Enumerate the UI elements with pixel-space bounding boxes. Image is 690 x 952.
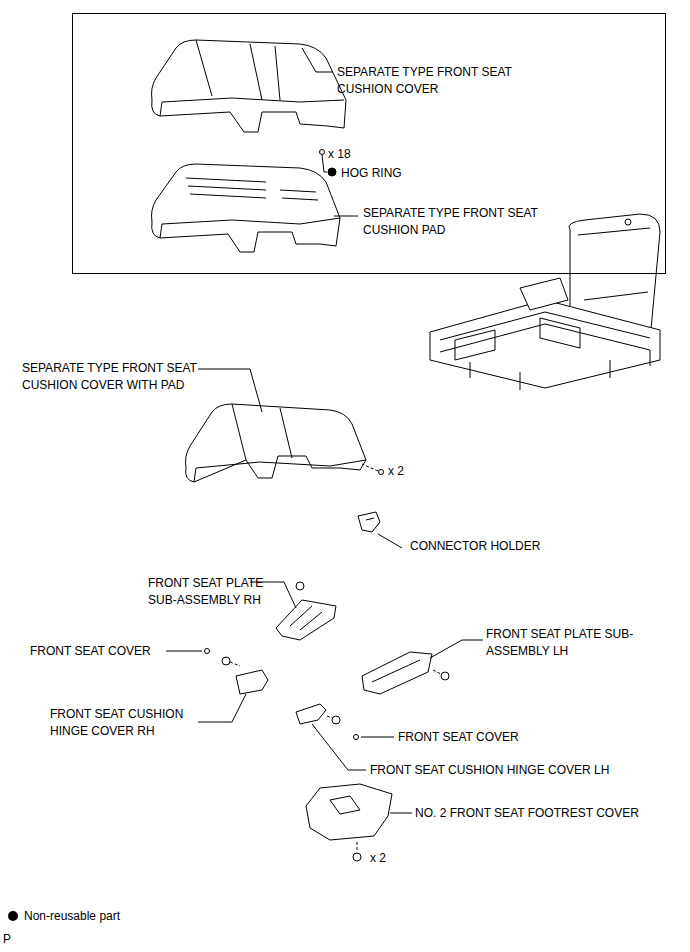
part-label: SEPARATE TYPE FRONT SEAT CUSHION PAD (363, 205, 538, 239)
part-label: CONNECTOR HOLDER (410, 538, 540, 555)
part-label: FRONT SEAT COVER (30, 643, 151, 660)
legend-text: Non-reusable part (24, 908, 120, 925)
part-label: x 2 (370, 850, 386, 867)
part-label: HOG RING (341, 165, 402, 182)
part-label: FRONT SEAT CUSHION HINGE COVER LH (370, 762, 609, 779)
part-label: SEPARATE TYPE FRONT SEAT CUSHION COVER (337, 64, 512, 98)
part-label: P (3, 931, 11, 948)
part-label: FRONT SEAT CUSHION HINGE COVER RH (50, 706, 200, 740)
part-label: FRONT SEAT PLATE SUB-ASSEMBLY LH (486, 626, 636, 660)
part-label: FRONT SEAT COVER (398, 729, 519, 746)
part-label: x 18 (328, 146, 351, 163)
part-label: FRONT SEAT PLATE SUB-ASSEMBLY RH (148, 575, 283, 609)
part-label: x 2 (388, 463, 404, 480)
part-label: SEPARATE TYPE FRONT SEAT CUSHION COVER W… (22, 360, 217, 394)
part-label: NO. 2 FRONT SEAT FOOTREST COVER (415, 805, 639, 822)
outlined-box: SEPARATE TYPE FRONT SEAT CUSHION COVER x … (72, 13, 666, 274)
